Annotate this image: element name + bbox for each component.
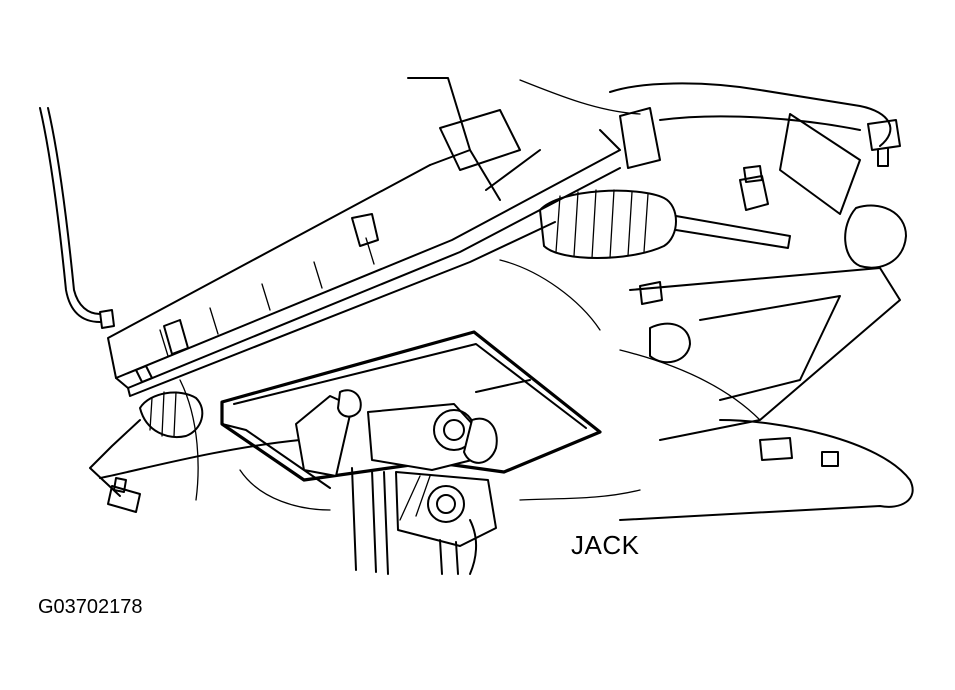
jack-post (351, 467, 477, 575)
body-detail (179, 79, 761, 511)
steering-boot (539, 189, 791, 259)
jack-saddle (295, 389, 498, 547)
left-hose (39, 107, 115, 329)
crossmember (619, 267, 914, 521)
jack-plate (220, 330, 602, 489)
left-tie-rod (89, 391, 301, 513)
suspension-arm (609, 82, 907, 269)
transmission-pan (107, 77, 621, 397)
figure-id: G03702178 (38, 596, 143, 618)
jack-callout-label: JACK (571, 530, 640, 560)
